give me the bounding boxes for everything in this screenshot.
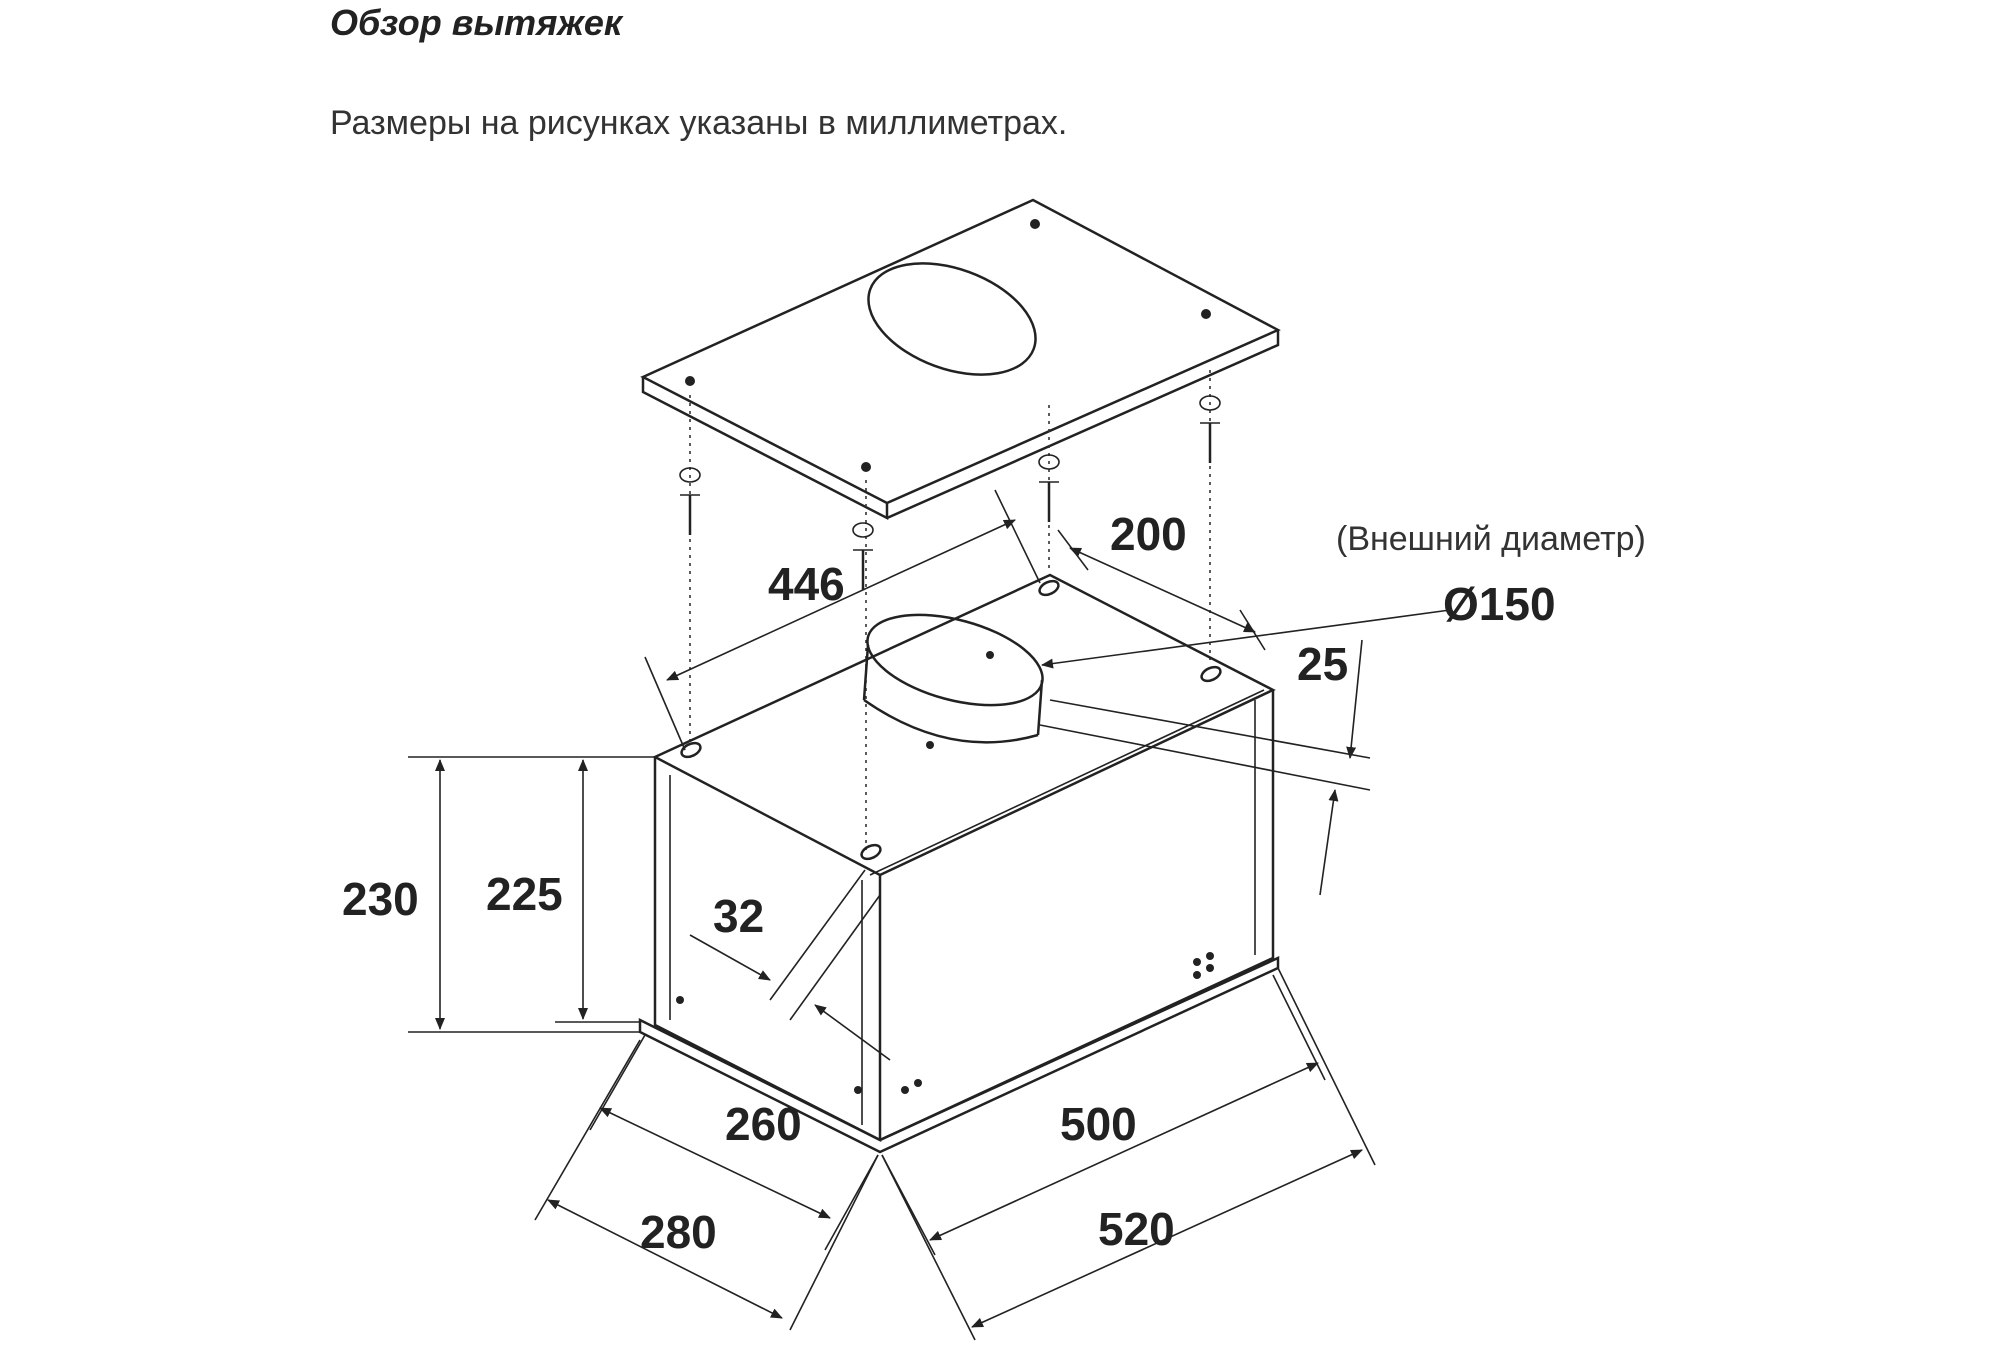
dim-260-label: 260 xyxy=(725,1098,802,1150)
dim-280-label: 280 xyxy=(640,1206,717,1258)
dim-230-label: 230 xyxy=(342,873,419,925)
page-title: Обзор вытяжек xyxy=(330,2,623,43)
dim-446-label: 446 xyxy=(768,558,845,610)
hood-body xyxy=(638,573,1280,1154)
screws xyxy=(679,395,1221,590)
outer-diameter-note: (Внешний диаметр) xyxy=(1336,520,1646,558)
duct-collar xyxy=(862,613,1044,749)
dim-520-label: 520 xyxy=(1098,1203,1175,1255)
dim-heights: 230 225 xyxy=(342,756,655,1033)
dim-200-label: 200 xyxy=(1110,508,1187,560)
mounting-plate xyxy=(640,198,1281,521)
dim-25-label: 25 xyxy=(1297,638,1348,690)
dim-diameter-label: Ø150 xyxy=(1443,578,1556,630)
dim-500-label: 500 xyxy=(1060,1098,1137,1150)
dim-446: 446 xyxy=(644,489,1041,751)
dim-225-label: 225 xyxy=(486,868,563,920)
dim-diameter: (Внешний диаметр) Ø150 xyxy=(1041,520,1646,669)
dim-32-label: 32 xyxy=(713,890,764,942)
page-subtitle: Размеры на рисунках указаны в миллиметра… xyxy=(330,104,1068,142)
dim-25: 25 xyxy=(1039,638,1371,896)
dim-widths: 500 520 xyxy=(881,967,1376,1341)
dim-32: 32 xyxy=(689,869,891,1061)
dim-200: 200 xyxy=(1057,508,1266,651)
dim-depths: 260 280 xyxy=(534,1034,879,1331)
